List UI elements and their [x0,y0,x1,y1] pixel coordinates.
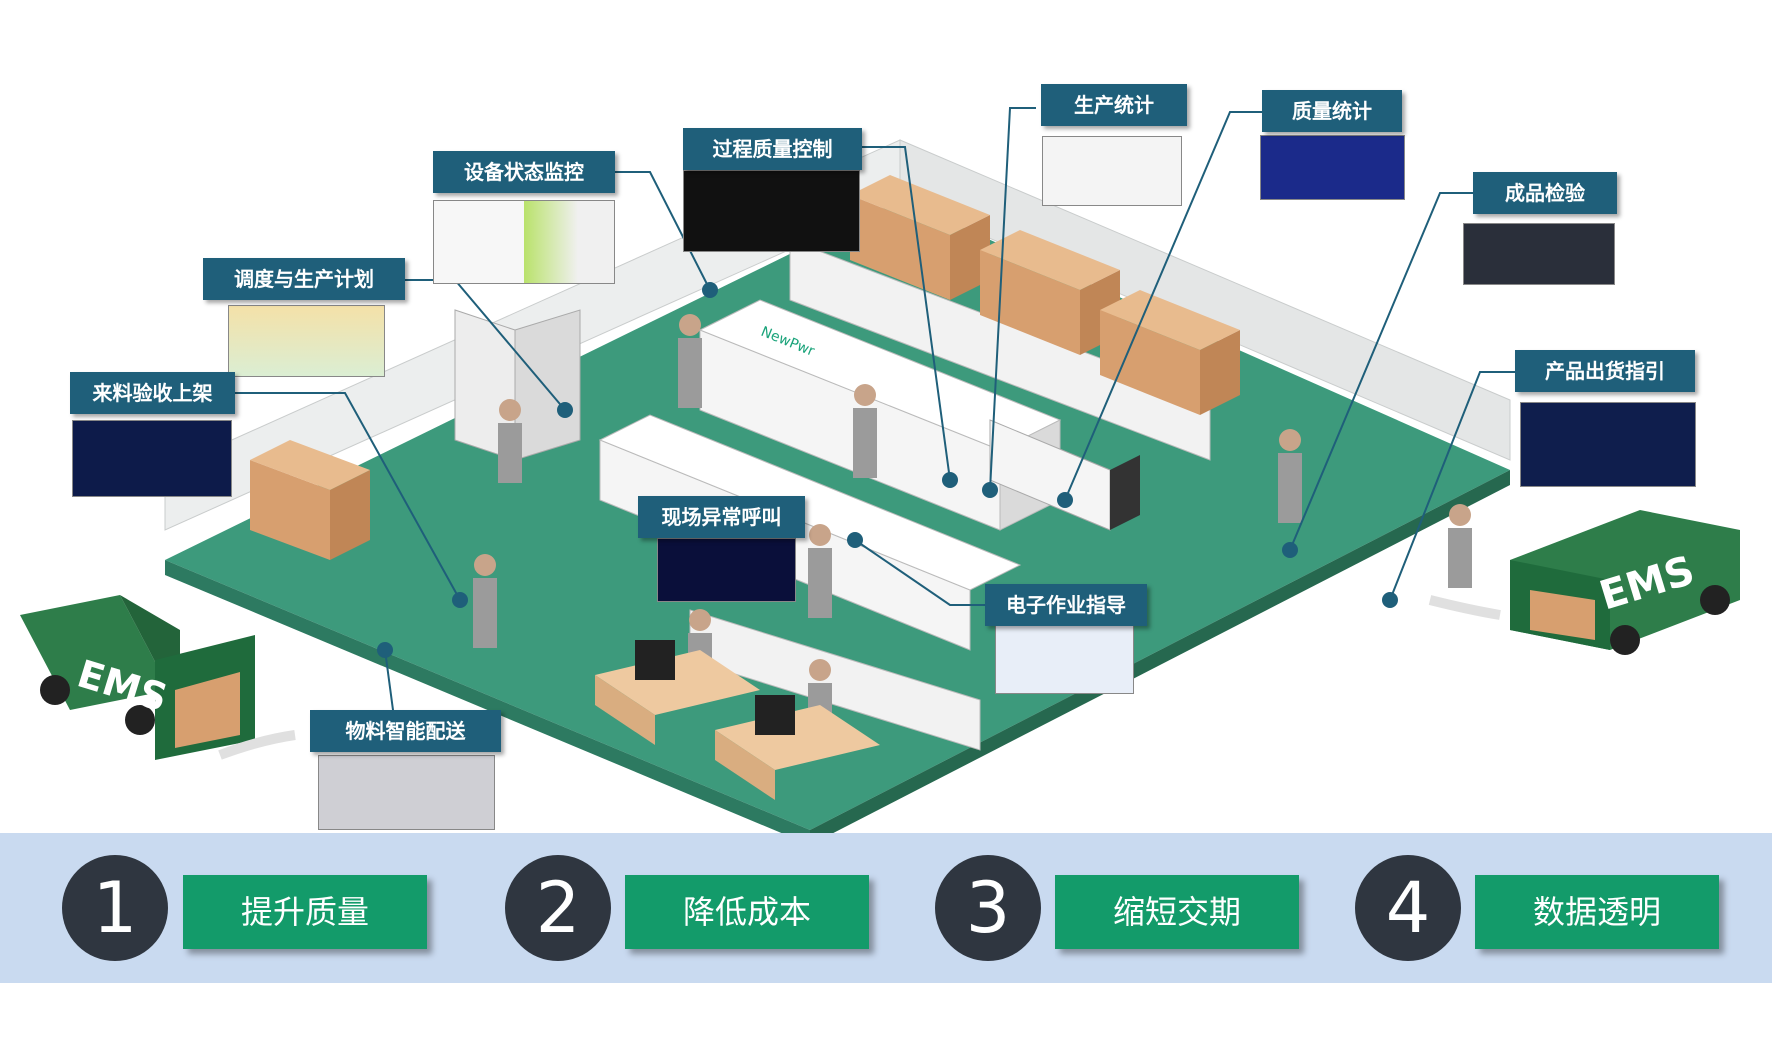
label-scheduling: 调度与生产计划 [203,258,405,300]
benefit-3-number: 3 [935,855,1041,961]
benefit-4-label: 数据透明 [1475,875,1719,949]
label-process-quality: 过程质量控制 [683,128,862,170]
thumb-material-delivery [318,755,495,830]
label-equipment-monitoring: 设备状态监控 [433,151,615,193]
ems-truck-right: EMS [1510,510,1740,655]
benefit-2-number: 2 [505,855,611,961]
thumb-equipment [433,200,615,284]
floor-edge-right [810,470,1510,845]
thumb-final-inspection [1463,223,1615,285]
label-material-delivery: 物料智能配送 [310,710,501,752]
label-incoming-inspection: 来料验收上架 [70,372,235,414]
label-final-inspection: 成品检验 [1473,172,1617,214]
ems-truck-left: EMS [20,595,255,760]
benefit-1-number: 1 [62,855,168,961]
tower-machine [454,309,581,461]
label-quality-stats: 质量统计 [1262,90,1402,132]
label-shipping-guide: 产品出货指引 [1515,350,1695,392]
thumb-incoming [72,420,232,497]
desks [595,640,880,800]
inbound-arrow [218,730,296,760]
label-production-stats: 生产统计 [1041,84,1187,126]
benefit-3-label: 缩短交期 [1055,875,1299,949]
label-andon-call: 现场异常呼叫 [638,496,805,538]
benefit-4-number: 4 [1355,855,1461,961]
thumb-e-sop [995,622,1134,694]
box-stack-back-2 [980,230,1120,355]
thumb-production-stats [1042,136,1182,206]
thumb-quality-stats [1260,135,1405,200]
leader-dots [377,282,1398,658]
inspection-machine [989,419,1140,531]
box-stack-back-3 [1100,290,1240,415]
thumb-andon [657,538,796,602]
benefit-2-label: 降低成本 [625,875,869,949]
benefit-1-label: 提升质量 [183,875,427,949]
thumb-shipping [1520,402,1696,487]
thumb-process-quality [683,170,860,252]
label-e-sop: 电子作业指导 [985,584,1147,626]
thumb-scheduling [228,305,385,377]
box-stack-left [250,440,370,560]
floor-edge-left [165,560,810,845]
outbound-arrow [1428,595,1501,620]
